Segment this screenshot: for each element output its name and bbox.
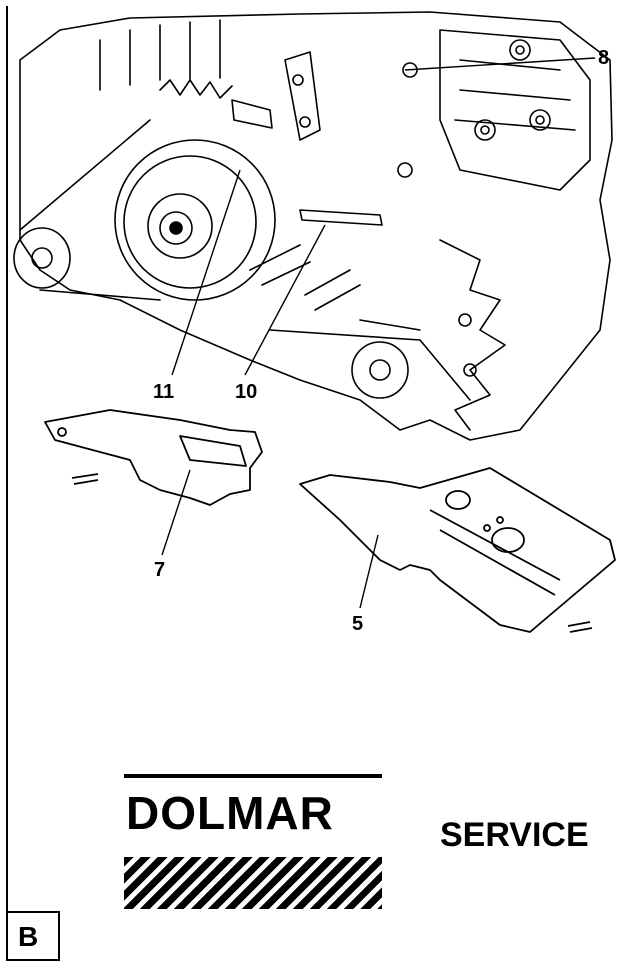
sprocket [13,227,71,289]
page-frame [6,6,622,959]
spike-bumper [439,239,506,431]
brake-lever [284,51,321,141]
callout-11: 11 [153,381,175,403]
callout-8: 8 [598,47,610,69]
leader-line-10 [244,224,326,376]
housing-outline [19,11,613,441]
brake-spring [159,79,233,99]
leader-line-8 [404,57,596,71]
bar-stud-lower [304,269,361,311]
callout-5: 5 [352,613,364,635]
section-tab-label: B [18,921,39,952]
logo-top-bar [124,774,382,778]
service-label: SERVICE [440,816,589,854]
dolmar-logo: DOLMAR [126,787,334,839]
logo-stripes [124,857,382,909]
callout-7: 7 [154,559,166,581]
callout-10: 10 [235,381,258,403]
clutch-drum [114,139,276,301]
housing-ribs [99,19,221,91]
chain-catcher-part-7 [44,409,263,506]
section-tab: B [6,911,60,961]
leader-line-11 [171,169,241,376]
cylinder-block [439,29,591,191]
leader-line-7 [161,469,191,556]
lower-pulley [351,341,409,399]
bar-stud-upper [249,244,311,286]
leader-line-5 [359,534,379,609]
guide-plate-part-5 [299,467,616,633]
adjuster-slot [299,209,383,226]
